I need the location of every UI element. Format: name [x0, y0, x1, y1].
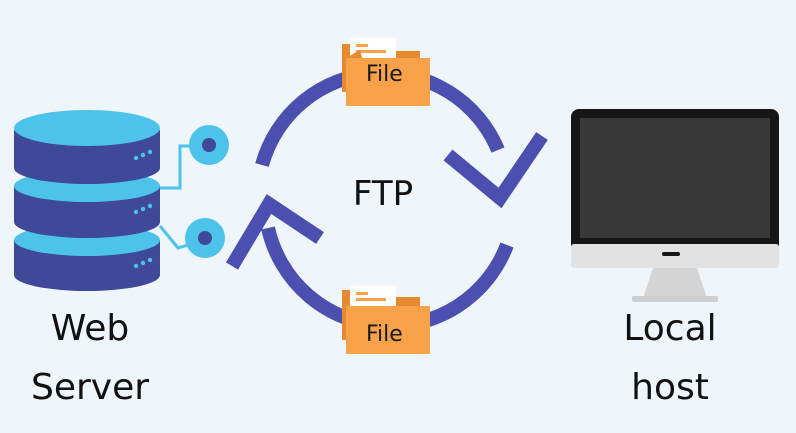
connector-node-icon	[185, 125, 229, 258]
protocol-label: FTP	[352, 174, 414, 214]
folder-file-icon	[342, 38, 430, 106]
file-top-label: File	[366, 62, 403, 87]
server-label-line2: Server	[30, 367, 150, 408]
desktop-monitor-icon	[571, 109, 779, 302]
client-label-line1: Local	[623, 308, 717, 349]
server-label-line1: Web	[50, 308, 130, 349]
client-label-line2: host	[631, 367, 709, 408]
folder-file-icon	[342, 286, 430, 354]
file-bottom-label: File	[366, 322, 403, 347]
server-stack-icon	[14, 110, 160, 291]
